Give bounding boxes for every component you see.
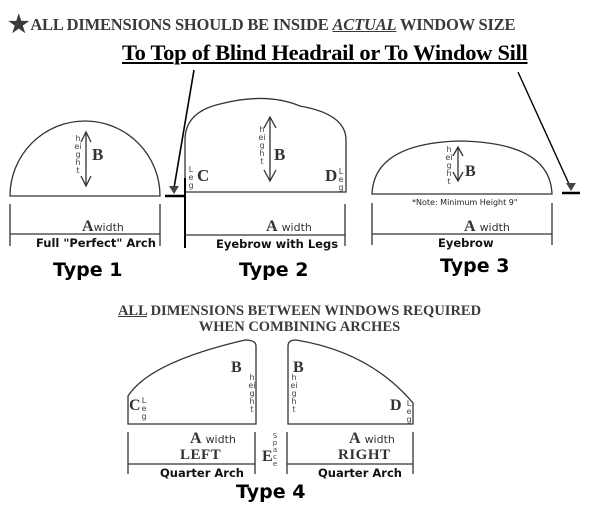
type3-height-label: height bbox=[445, 145, 453, 186]
type2-left-leg-letter: C bbox=[197, 166, 210, 185]
type3-arch-shape bbox=[371, 140, 553, 195]
type4-right-width-letter: A bbox=[349, 430, 361, 447]
type4-left-width-label: A width bbox=[190, 430, 236, 448]
type4-left-height-letter: B bbox=[231, 359, 242, 376]
space-letter: E bbox=[262, 448, 273, 465]
type2-width-letter: A bbox=[266, 218, 278, 235]
type2-title: Type 2 bbox=[239, 259, 309, 281]
type3-caption: Eyebrow bbox=[438, 236, 494, 250]
type4-right-width-label: A width bbox=[349, 430, 395, 448]
type2-left-leg-label: Leg bbox=[188, 165, 194, 190]
combining-line1: DIMENSIONS BETWEEN WINDOWS REQUIRED bbox=[146, 303, 482, 319]
type4-right-side: RIGHT bbox=[338, 447, 391, 463]
header-note: ★ALL DIMENSIONS SHOULD BE INSIDE ACTUAL … bbox=[8, 10, 516, 39]
type3-width-letter: A bbox=[464, 218, 476, 235]
combining-note: ALL DIMENSIONS BETWEEN WINDOWS REQUIRED … bbox=[112, 303, 487, 335]
pointer-arrowhead-left bbox=[169, 186, 179, 194]
type4-left-caption: Quarter Arch bbox=[160, 466, 244, 480]
type2-width-word: width bbox=[281, 221, 312, 234]
type3-width-label: A width bbox=[464, 218, 510, 236]
type1-width-word: width bbox=[93, 221, 124, 234]
type2-height-arrowhead-top bbox=[263, 115, 277, 129]
type2-right-leg-label: Leg bbox=[338, 167, 344, 192]
type4-left-arch-shape bbox=[127, 339, 257, 425]
space-label: Space bbox=[272, 432, 278, 468]
type4-left-leg-letter: C bbox=[129, 397, 141, 414]
type1-width-letter: A bbox=[82, 218, 94, 235]
type2-arch-shape bbox=[184, 97, 347, 193]
combining-emphasis: ALL bbox=[117, 303, 147, 319]
type2-height-arrowhead-bottom bbox=[263, 169, 277, 183]
type1-width-label: Awidth bbox=[82, 218, 124, 236]
type3-title: Type 3 bbox=[440, 255, 510, 277]
pointer-line-left bbox=[173, 69, 195, 189]
type2-right-leg-letter: D bbox=[325, 166, 338, 185]
pointer-arrowhead-right bbox=[566, 183, 576, 191]
type1-height-label: height bbox=[74, 134, 82, 175]
type4-left-width-letter: A bbox=[190, 430, 202, 447]
type4-right-height-label: height bbox=[290, 373, 298, 414]
type3-height-arrowhead-top bbox=[452, 145, 464, 157]
type4-left-leg-label: Leg bbox=[141, 396, 147, 421]
type3-height-letter: B bbox=[465, 163, 476, 180]
pointer-line-right bbox=[517, 71, 570, 185]
type2-height-label: height bbox=[258, 125, 266, 166]
type1-height-letter: B bbox=[92, 145, 104, 164]
type2-width-label: A width bbox=[266, 218, 312, 236]
type4-right-leg-label: Leg bbox=[406, 399, 412, 424]
type4-right-width-word: width bbox=[364, 433, 395, 446]
header-text-end: WINDOW SIZE bbox=[396, 15, 516, 34]
type3-note: *Note: Minimum Height 9" bbox=[412, 198, 518, 207]
type2-height-letter: B bbox=[274, 145, 286, 164]
type1-height-arrowhead-top bbox=[80, 130, 92, 143]
type1-title: Type 1 bbox=[53, 259, 123, 281]
type3-width-word: width bbox=[479, 221, 510, 234]
header-emphasis: ACTUAL bbox=[332, 15, 397, 34]
type4-left-height-label: height bbox=[248, 373, 256, 414]
type4-title: Type 4 bbox=[236, 481, 306, 503]
type4-left-side: LEFT bbox=[180, 447, 222, 463]
combining-line2: WHEN COMBINING ARCHES bbox=[198, 319, 401, 335]
subheader: To Top of Blind Headrail or To Window Si… bbox=[122, 40, 528, 65]
type4-right-height-letter: B bbox=[293, 359, 304, 376]
type4-left-width-word: width bbox=[205, 433, 236, 446]
star-icon: ★ bbox=[8, 12, 30, 38]
type1-caption: Full "Perfect" Arch bbox=[36, 236, 156, 250]
header-text: ALL DIMENSIONS SHOULD BE INSIDE bbox=[30, 15, 333, 34]
type1-arch-shape bbox=[9, 120, 161, 197]
type4-right-leg-letter: D bbox=[390, 397, 402, 414]
type4-right-arch-shape bbox=[287, 339, 414, 425]
type1-height-arrowhead-bottom bbox=[80, 175, 92, 188]
type4-right-caption: Quarter Arch bbox=[318, 466, 402, 480]
type3-height-arrowhead-bottom bbox=[452, 171, 464, 183]
type2-caption: Eyebrow with Legs bbox=[216, 237, 339, 251]
